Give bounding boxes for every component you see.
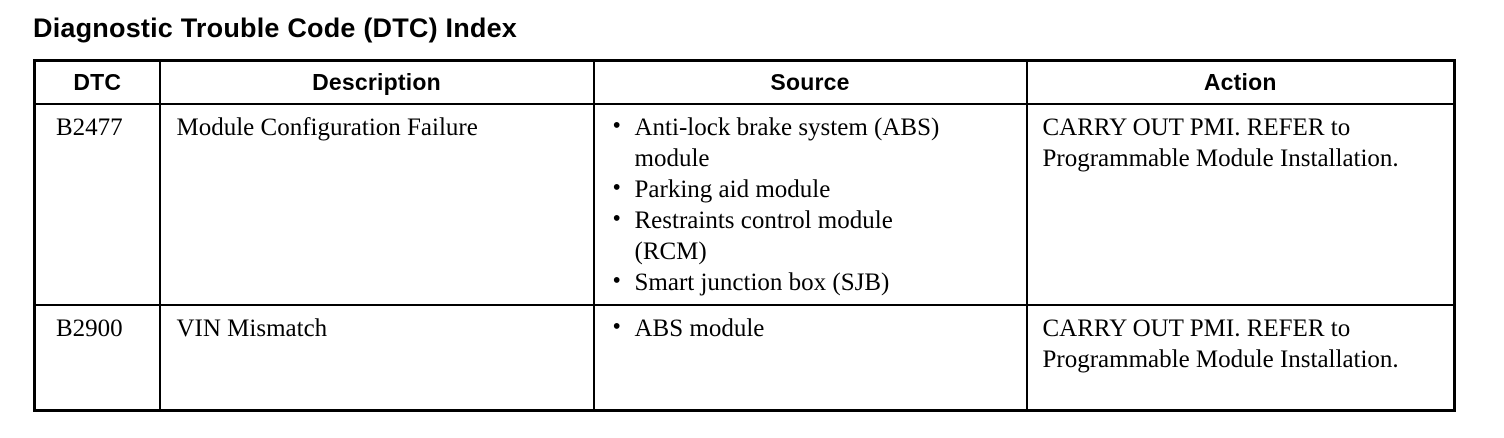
source-cell: ABS module: [592, 303, 1028, 412]
column-header-dtc: DTC: [33, 59, 161, 105]
column-header-action: Action: [1025, 59, 1456, 105]
source-item: Smart junction box (SJB): [611, 266, 969, 298]
source-item: Anti-lock brake system (ABS) module: [611, 111, 969, 174]
description-cell: VIN Mismatch: [158, 303, 595, 412]
column-header-source: Source: [592, 59, 1028, 105]
source-item: ABS module: [611, 312, 969, 344]
table-header-row: DTC Description Source Action: [33, 59, 1456, 105]
dtc-code-cell: B2900: [33, 303, 161, 412]
page-title: Diagnostic Trouble Code (DTC) Index: [33, 13, 518, 43]
dtc-code-cell: B2477: [33, 102, 161, 306]
dtc-index-table: DTC Description Source Action B2477 Modu…: [33, 59, 1456, 412]
table-row-b2477: B2477 Module Configuration Failure Anti-…: [33, 102, 1456, 306]
source-item: Restraints control module (RCM): [611, 204, 969, 267]
source-item: Parking aid module: [611, 173, 969, 205]
source-list: Anti-lock brake system (ABS) module Park…: [611, 111, 969, 298]
column-header-description: Description: [158, 59, 595, 105]
description-cell: Module Configuration Failure: [158, 102, 595, 306]
source-list: ABS module: [611, 312, 969, 344]
action-cell: CARRY OUT PMI. REFER to Programmable Mod…: [1025, 303, 1456, 412]
action-cell: CARRY OUT PMI. REFER to Programmable Mod…: [1025, 102, 1456, 306]
table-row-b2900: B2900 VIN Mismatch ABS module CARRY OUT …: [33, 303, 1456, 412]
source-cell: Anti-lock brake system (ABS) module Park…: [592, 102, 1028, 306]
